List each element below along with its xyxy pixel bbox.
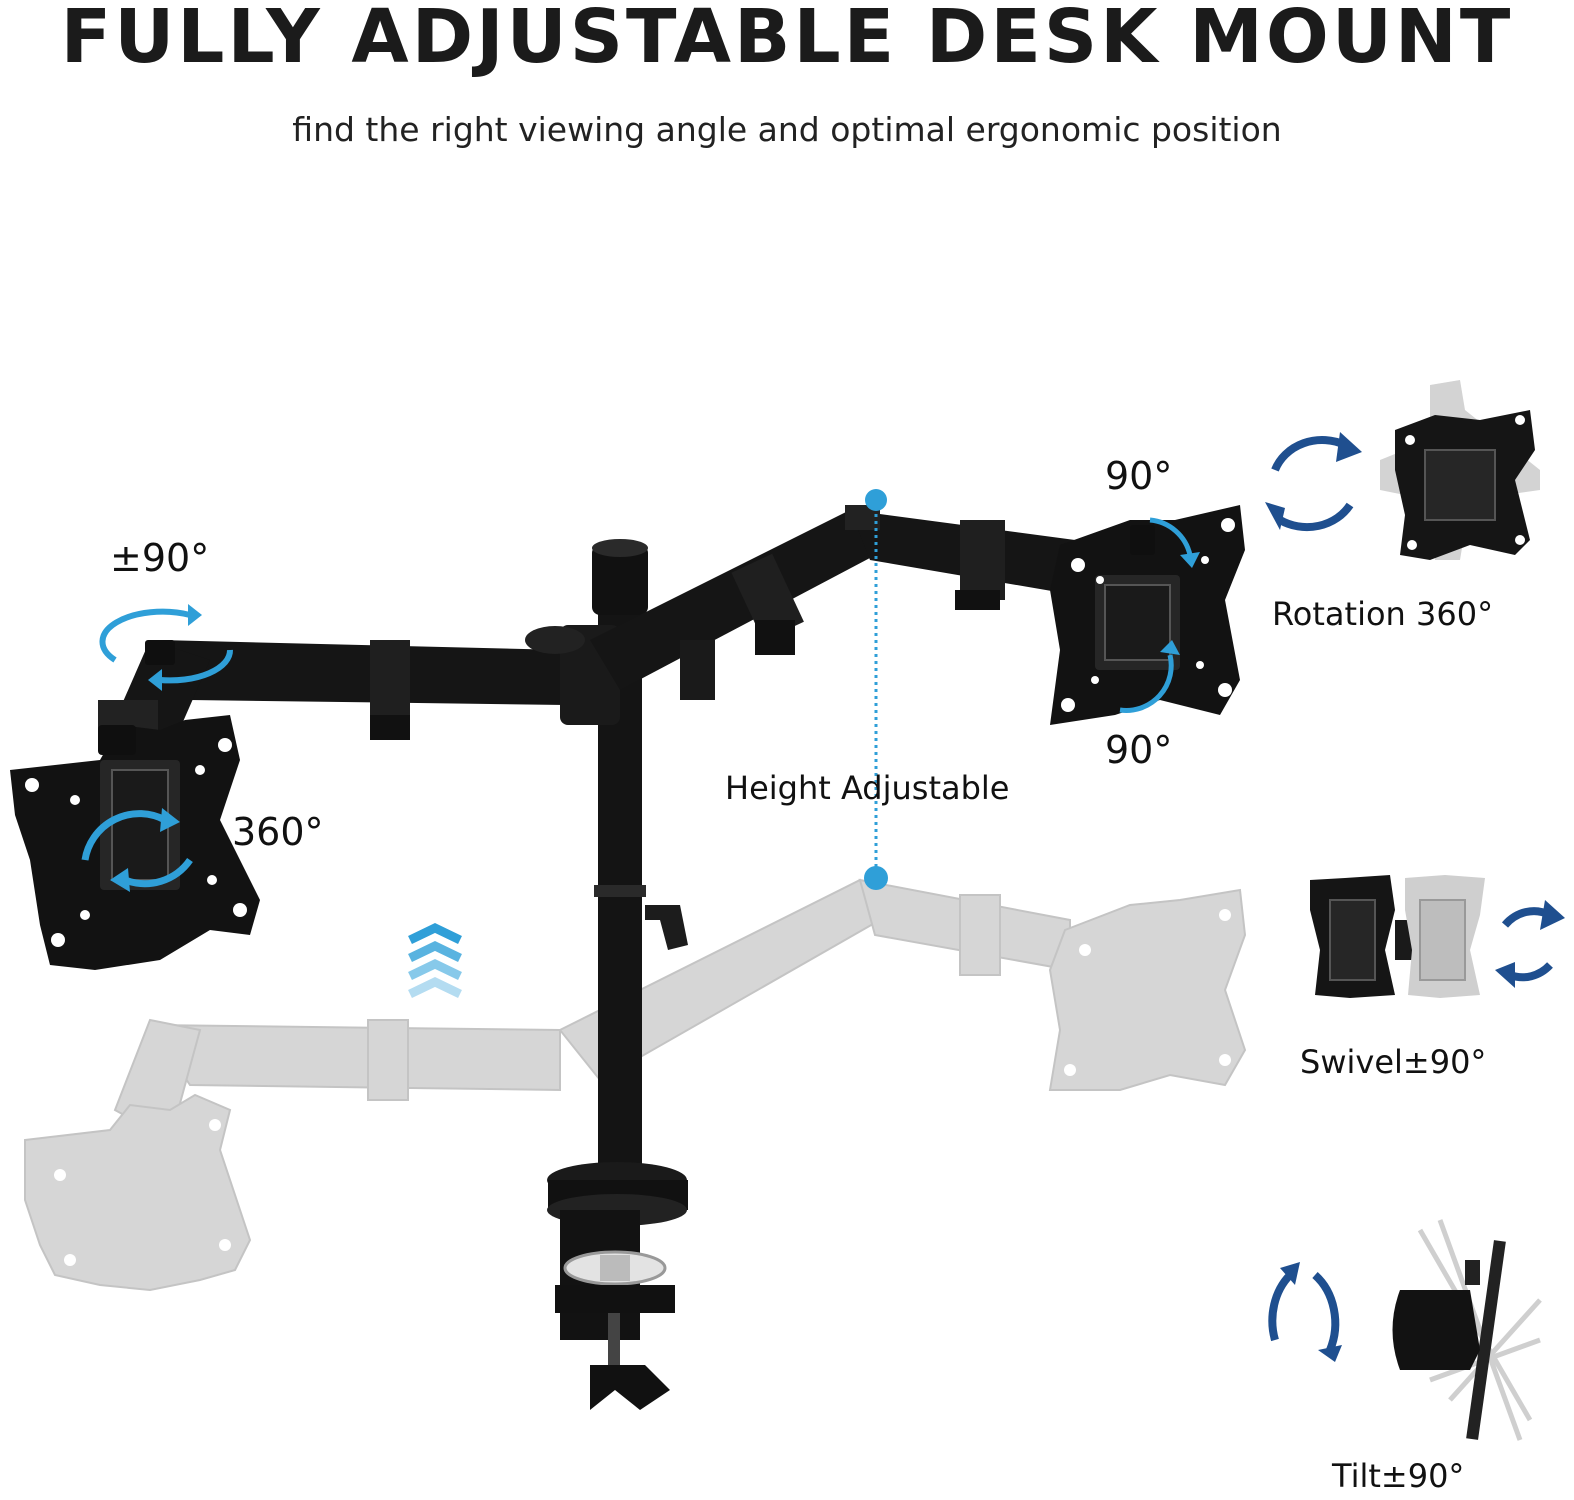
left-vesa-plate xyxy=(10,715,260,970)
right-tilt-top-label: 90° xyxy=(1105,454,1173,498)
left-rotation-arrows-icon xyxy=(81,808,193,892)
swivel-plates-illustration xyxy=(1310,875,1485,998)
page-subtitle: find the right viewing angle and optimal… xyxy=(292,110,1282,149)
right-tilt-arrows-icon xyxy=(1119,517,1200,713)
left-arm xyxy=(98,625,620,740)
feature-tilt-label: Tilt±90° xyxy=(1332,1457,1465,1495)
ghost-holes xyxy=(54,909,1231,1266)
height-adjustable-label: Height Adjustable xyxy=(725,769,1010,807)
feature-swivel-label: Swivel±90° xyxy=(1300,1043,1487,1081)
rotation-arrows-icon xyxy=(1265,432,1362,532)
swivel-arrows-icon xyxy=(1495,900,1565,988)
up-chevrons-icon xyxy=(408,923,462,999)
page-title: FULLY ADJUSTABLE DESK MOUNT xyxy=(60,0,1514,80)
left-plate-holes xyxy=(25,738,247,947)
ghost-arm-assembly xyxy=(24,878,1247,1292)
rotation-plate-illustration xyxy=(1380,380,1540,560)
right-plate-holes xyxy=(1061,518,1235,712)
left-knobs xyxy=(98,640,175,755)
left-rotation-label: 360° xyxy=(232,810,324,854)
right-arm xyxy=(590,505,1075,700)
feature-rotation-label: Rotation 360° xyxy=(1272,595,1494,633)
height-indicator xyxy=(864,489,888,890)
right-tilt-bottom-label: 90° xyxy=(1105,728,1173,772)
left-swivel-label: ±90° xyxy=(110,536,210,580)
tilt-arrows-icon xyxy=(1268,1262,1342,1362)
left-swivel-arrows-icon xyxy=(99,604,234,691)
right-vesa-plate xyxy=(1050,505,1245,725)
tilt-bracket-illustration xyxy=(1392,1219,1542,1441)
